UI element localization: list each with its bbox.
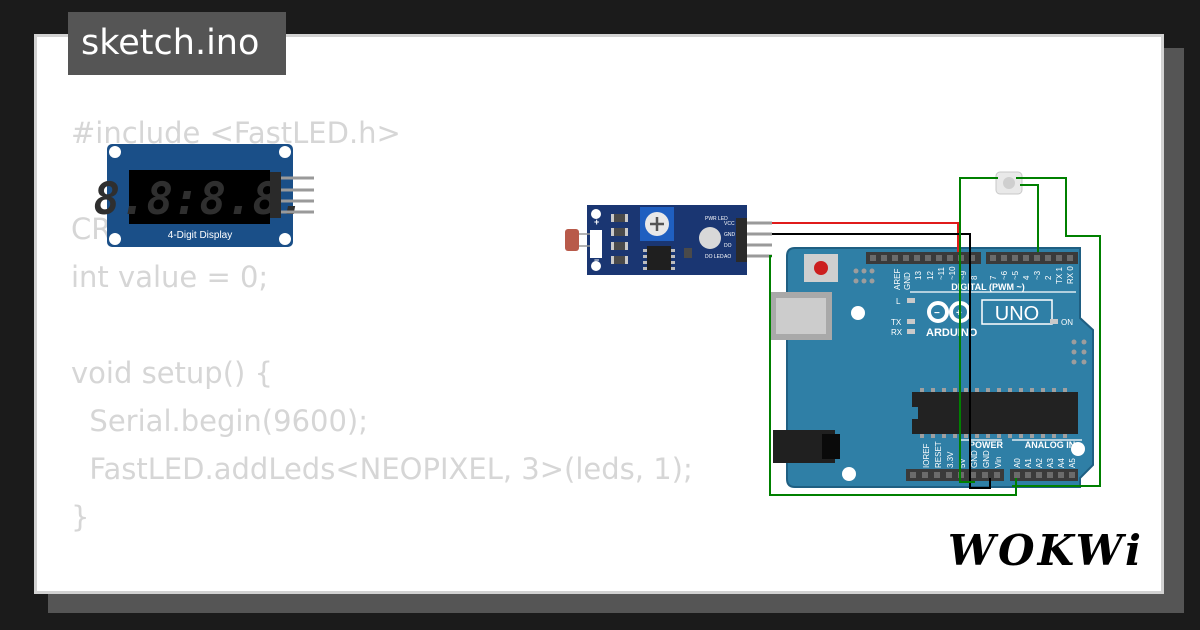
sensor-pin-label: DO [724,243,732,249]
pin-label: 2 [1044,275,1053,280]
wire-led-din [1020,184,1039,252]
photoresistor-sensor-module[interactable]: + − PWR LED DO LED [565,205,772,275]
wire-led-gnd [959,177,998,483]
pin-label: AREF [893,269,902,290]
sensor-minus: − [594,255,599,265]
pin-label: A0 [1013,458,1022,468]
pin-label: 4 [1022,275,1031,280]
pin-label: GND [982,450,991,468]
pin-label: A4 [1057,458,1066,468]
pin-label: RX 0 [1066,266,1075,284]
on-led-label: ON [1061,318,1073,327]
digital-header: DIGITAL (PWM ~) [951,282,1024,292]
pin-label: ~9 [959,270,968,280]
filename-tab[interactable]: sketch.ino [68,12,286,75]
wire-gnd [772,233,991,489]
wire-led-vcc [1012,177,1101,487]
sensor-pin-label: VCC [724,221,735,227]
power-header: POWER [969,440,1004,450]
pin-label: 5V [958,458,967,468]
pin-label: 12 [926,271,935,280]
tx-led-label: TX [891,318,902,327]
pin-label: A5 [1068,458,1077,468]
rx-led-label: RX [891,328,903,337]
wire-ao [769,255,1017,496]
pin-label: A3 [1046,458,1055,468]
wire-vcc [772,222,959,252]
pin-label: ~3 [1033,270,1042,280]
pin-label: 8 [970,275,979,280]
filename-label: sketch.ino [81,23,260,63]
svg-text:−: − [934,308,940,319]
neopixel-led[interactable] [995,171,1023,195]
pin-label: 13 [914,271,923,280]
pin-label: TX 1 [1055,267,1064,284]
sensor-pin-label: GND [724,232,736,238]
arduino-model: UNO [995,303,1039,325]
analog-header: ANALOG IN [1025,440,1076,450]
pin-label: 3.3V [946,451,955,468]
sensor-plus: + [594,217,599,227]
pin-label: ~6 [1000,270,1009,280]
arduino-uno-board[interactable]: AREF GND 13 12 ~11 ~10 ~9 8 7 ~6 ~5 4 ~3… [770,247,1094,488]
pin-label: A1 [1024,458,1033,468]
arduino-brand: ARDUINO [926,327,978,339]
pwr-led-label: PWR LED [705,216,728,222]
pin-label: ~5 [1011,270,1020,280]
pin-label: GND [903,272,912,290]
pin-label: GND [970,450,979,468]
four-digit-display[interactable]: 8.8:8.8. 4-Digit Display [94,144,314,247]
pin-label: IOREF [922,443,931,468]
do-led-label: DO LED [705,254,724,260]
l-led-label: L [896,297,901,306]
pin-label: ~11 [937,266,946,280]
pin-label: ~10 [948,266,957,280]
pin-label: RESET [934,441,943,468]
sensor-pin-label: AO [724,254,731,260]
pin-label: A2 [1035,458,1044,468]
wires [769,177,1101,496]
display-label: 4-Digit Display [168,230,232,241]
pin-label: 7 [989,275,998,280]
wokwi-logo: WOKWi [947,526,1144,575]
pin-label: Vin [994,457,1003,468]
